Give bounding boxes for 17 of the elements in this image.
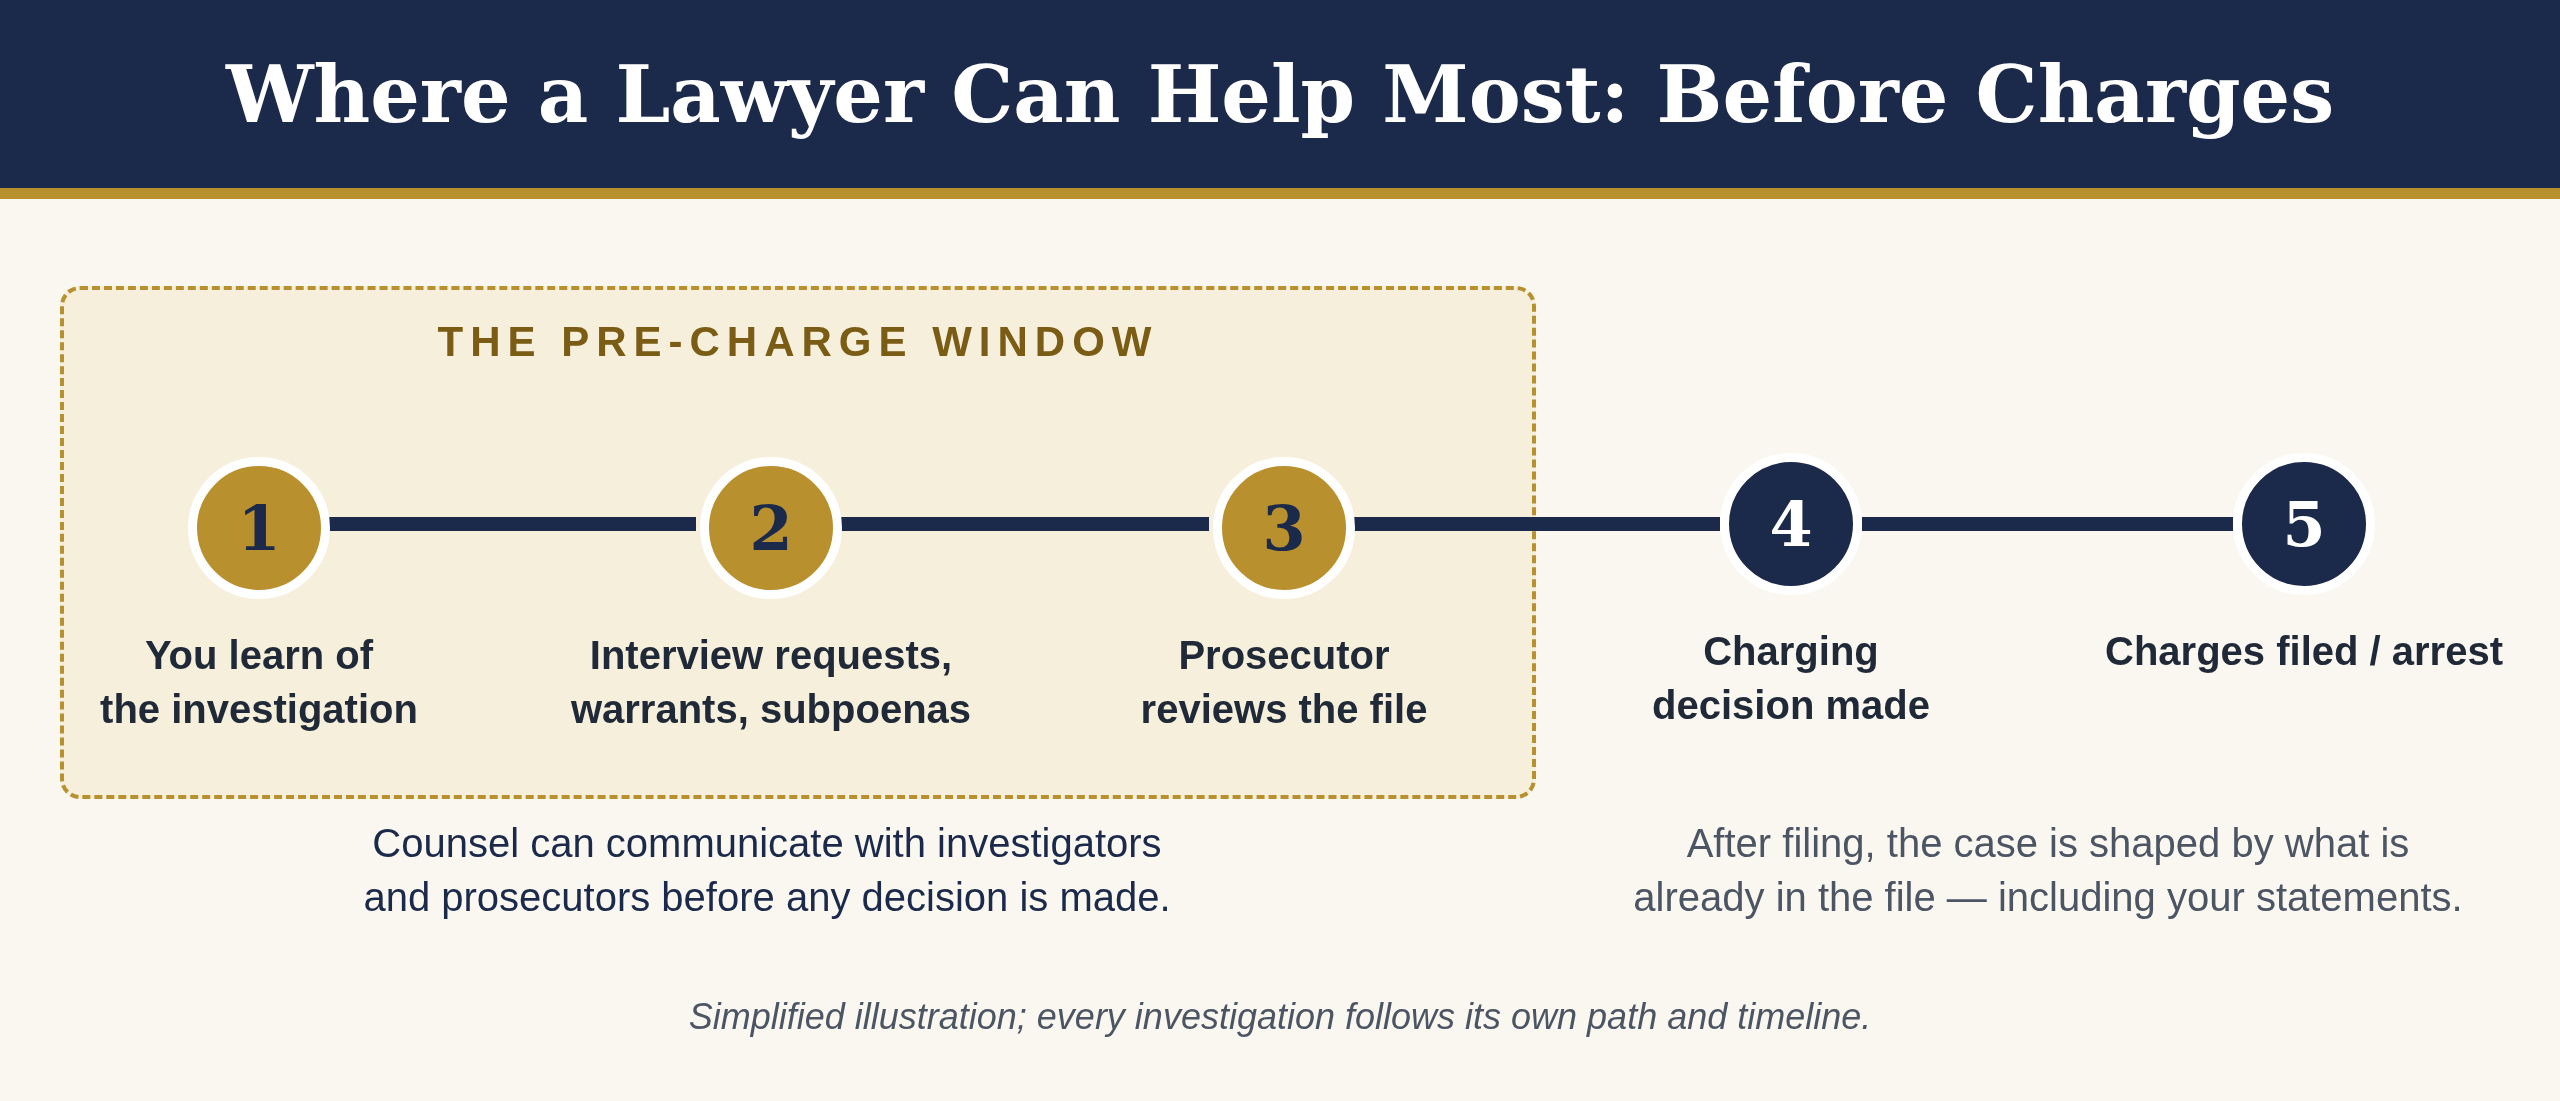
step-circle: 1: [188, 457, 330, 599]
step-label: Prosecutor reviews the file: [1139, 632, 1429, 733]
step-label: Charges filed / arrest: [2104, 628, 2504, 675]
step-circle: 2: [700, 457, 842, 599]
step-label: Interview requests, warrants, subpoenas: [569, 632, 973, 733]
step-label: You learn of the investigation: [99, 632, 419, 733]
title: Where a Lawyer Can Help Most: Before Charges: [225, 48, 2335, 140]
panel-heading: THE PRE-CHARGE WINDOW: [436, 318, 1160, 366]
window-panel: [60, 286, 1536, 799]
timeline-connector: [1862, 517, 2233, 531]
note-text: After filing, the case is shaped by what is already in the file — including your statements.: [1632, 820, 2464, 921]
step-circle: 4: [1720, 453, 1862, 595]
caption: Simplified illustration; every investigation follows its own path and timeline.: [687, 996, 1873, 1038]
step-circle: 5: [2233, 453, 2375, 595]
note-text: Counsel can communicate with investigators and prosecutors before any decision is made.: [362, 820, 1172, 921]
step-label: Charging decision made: [1651, 628, 1931, 729]
step-circle: 3: [1213, 457, 1355, 599]
